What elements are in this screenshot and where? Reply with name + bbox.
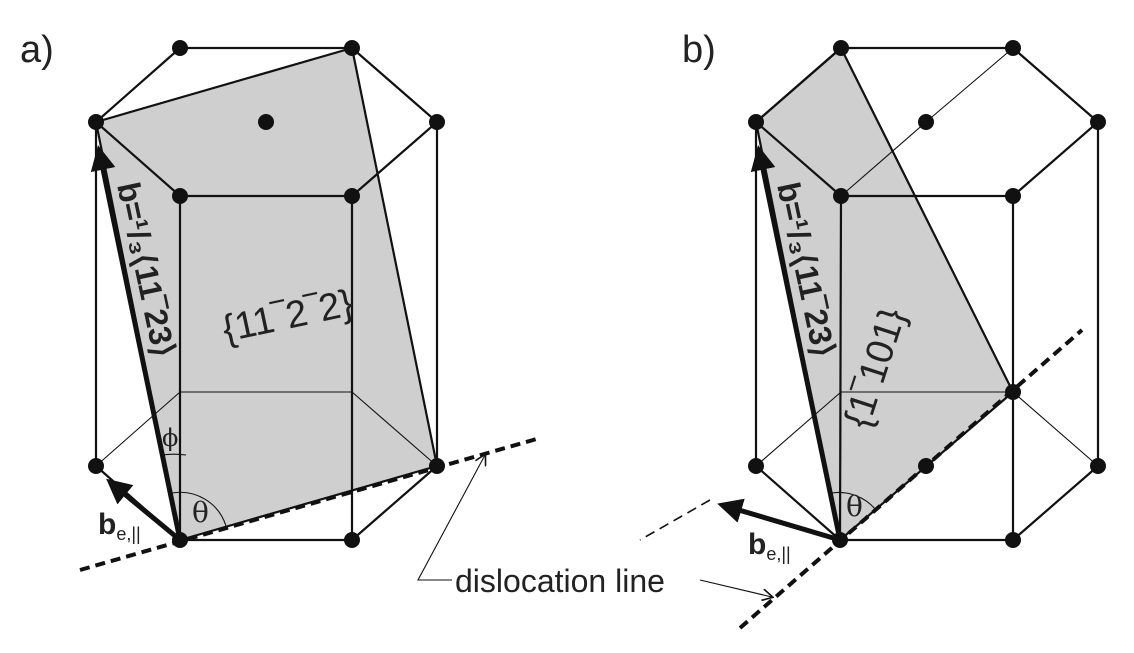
dislocation-line-label: dislocation line [455, 563, 665, 599]
edge-component-b [717, 498, 841, 543]
edge-label-a: be,|| [98, 508, 141, 544]
panel-b: b) {1‾101} b=¹/₃⟨11‾23⟩ θ be,|| [639, 29, 1106, 630]
burgers-vector-b [750, 145, 843, 541]
panel-label-a: a) [20, 29, 54, 71]
edge-component-a [106, 478, 182, 542]
edge-label-b-sub: e,|| [766, 544, 790, 564]
theta-label-b: θ [846, 490, 863, 523]
edge-label-a-sub: e,|| [116, 524, 140, 544]
edge-extension-b [639, 499, 711, 541]
edge-label-b-main: b [748, 528, 766, 561]
edge-label-a-main: b [98, 508, 116, 541]
dislocation-annotation: dislocation line [417, 455, 772, 599]
leader-b [699, 579, 772, 597]
panel-a: a) {11‾2‾2} b=¹/₃⟨11‾23⟩ θ ϕ be,|| [20, 29, 541, 572]
theta-arc-a [171, 491, 227, 527]
phi-arc-a [161, 453, 187, 456]
phi-label-a: ϕ [162, 424, 178, 452]
panel-label-b: b) [682, 29, 716, 71]
theta-arc-b [831, 491, 877, 511]
theta-label-a: θ [192, 496, 209, 529]
edge-label-b: be,|| [748, 528, 791, 564]
dislocation-line-b [738, 328, 1084, 630]
leader-a [417, 455, 485, 581]
burgers-vector-a [90, 145, 183, 541]
